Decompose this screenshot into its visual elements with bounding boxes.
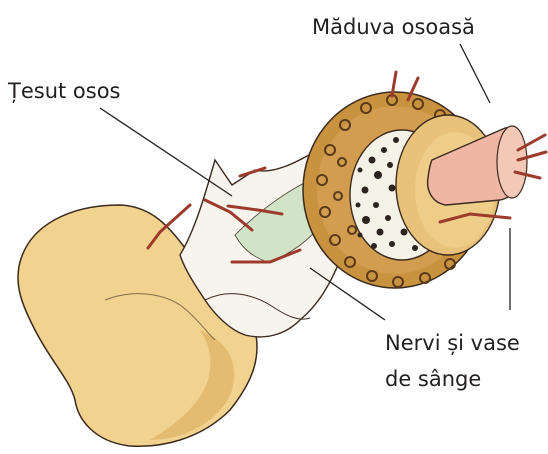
- label-nerves-vessels: Nervi și vase de sânge: [385, 330, 520, 392]
- label-bone-tissue: Țesut osos: [8, 78, 121, 104]
- bone-marrow-end: [497, 126, 527, 198]
- leader-line-bone-tissue: [100, 108, 232, 196]
- label-bone-marrow: Măduva osoasă: [312, 14, 475, 40]
- leader-line-marrow: [460, 44, 490, 103]
- label-nerves-line2: de sânge: [385, 366, 520, 392]
- label-nerves-line1: Nervi și vase: [385, 330, 520, 356]
